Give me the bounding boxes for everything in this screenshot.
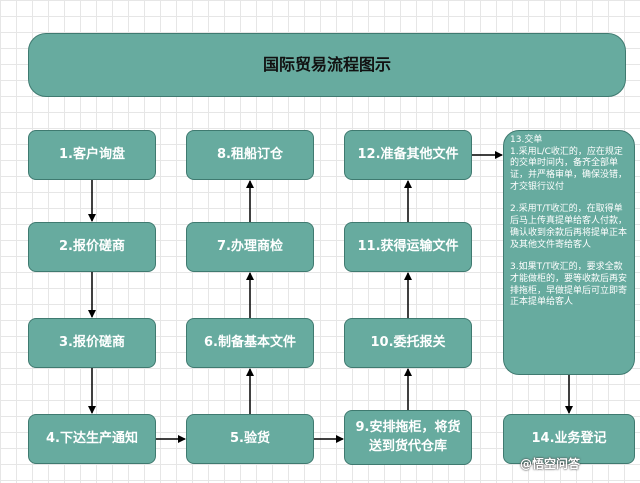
step-13-item-2: 2.采用T/T收汇的，在取得单后马上传真提单给客人付款，确认收到余款后再将提单正… xyxy=(510,204,628,250)
step-13-heading: 13.交单 xyxy=(510,135,543,145)
step-7-box: 7.办理商检 xyxy=(186,222,314,272)
watermark-logo: @悟空问答 xyxy=(520,457,581,471)
step-1-box: 1.客户询盘 xyxy=(28,130,156,180)
step-13-item-3: 3.如果T/T收汇的，要求全款才能做柜的，要等收款后再安排拖柜，早做提单后可立即… xyxy=(510,262,628,308)
step-13-item-1: 1.采用L/C收汇的，应在规定的交单时间内，备齐全部单证，并严格审单，确保没错，… xyxy=(510,146,628,192)
step-12-box: 12.准备其他文件 xyxy=(344,130,472,180)
step-13-note-box: 13.交单 1.采用L/C收汇的，应在规定的交单时间内，备齐全部单证，并严格审单… xyxy=(503,130,635,375)
step-2-box: 2.报价磋商 xyxy=(28,222,156,272)
diagram-title: 国际贸易流程图示 xyxy=(28,33,626,97)
step-10-box: 10.委托报关 xyxy=(344,318,472,368)
step-3-box: 3.报价磋商 xyxy=(28,318,156,368)
step-14-box: 14.业务登记 xyxy=(503,414,635,464)
step-5-box: 5.验货 xyxy=(186,414,314,464)
step-9-box: 9.安排拖柜，将货 送到货代仓库 xyxy=(344,410,472,465)
step-11-box: 11.获得运输文件 xyxy=(344,222,472,272)
step-4-box: 4.下达生产通知 xyxy=(28,414,156,464)
step-6-box: 6.制备基本文件 xyxy=(186,318,314,368)
step-8-box: 8.租船订仓 xyxy=(186,130,314,180)
